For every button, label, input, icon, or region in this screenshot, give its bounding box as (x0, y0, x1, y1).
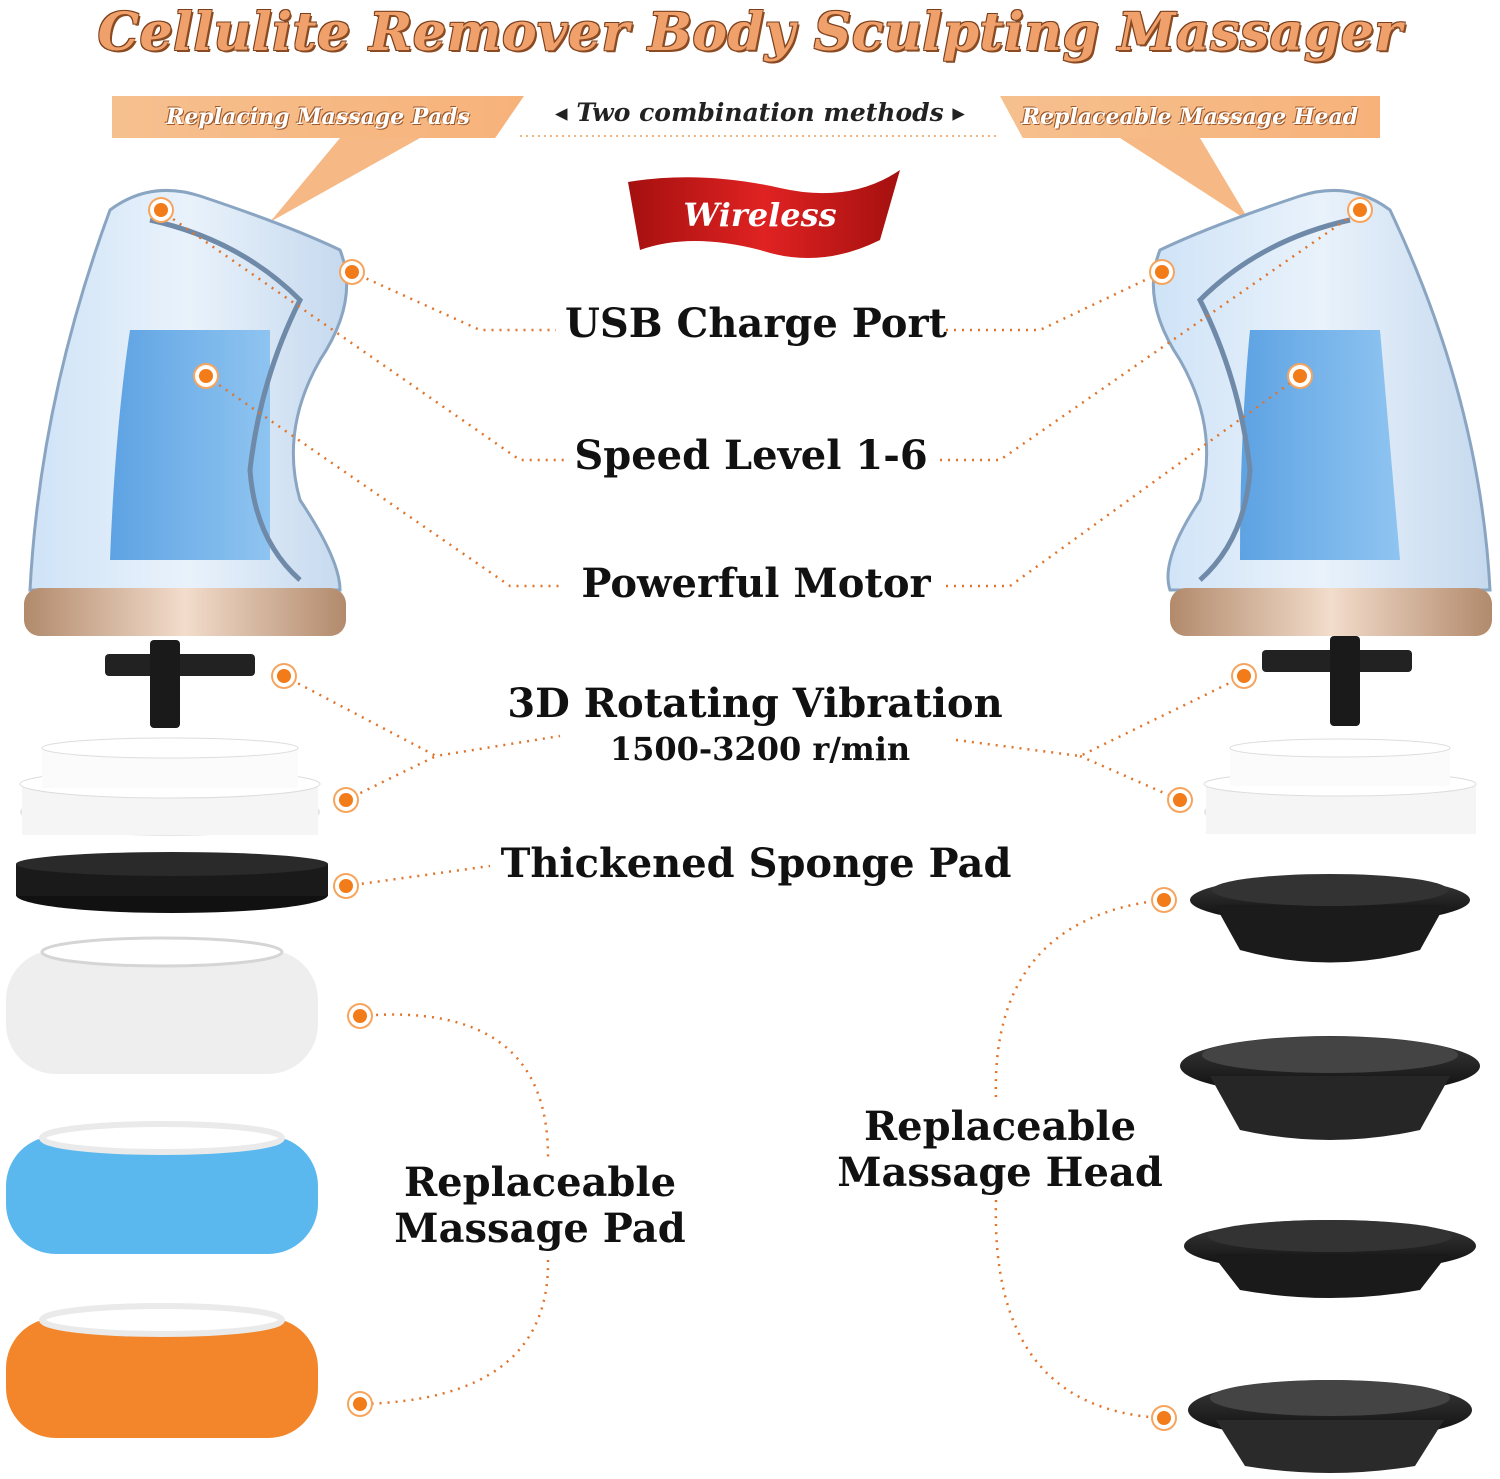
head-label-line1: Replaceable (863, 1103, 1137, 1150)
usb-port-dot-left (345, 265, 359, 279)
blue-massage-pad (6, 1121, 318, 1254)
left-massager-body (24, 189, 349, 636)
head-label-line2: Massage Head (837, 1149, 1163, 1196)
pad-label-line2: Massage Pad (394, 1205, 686, 1252)
arrow-right-icon: ▸ (943, 98, 965, 127)
disc-dot-right (1173, 793, 1187, 807)
left-white-disc (19, 737, 321, 836)
sponge-dot (339, 879, 353, 893)
banner-replaceable-head: Replaceable Massage Head (1000, 96, 1380, 138)
page-title: Cellulite Remover Body Sculpting Massage… (97, 2, 1403, 63)
leader-lines (159, 208, 1361, 1420)
massage-head-4 (1188, 1380, 1472, 1473)
banner-replacing-pads: Replacing Massage Pads (112, 96, 524, 138)
right-rotor-piece (1262, 636, 1412, 726)
massage-head-1 (1190, 874, 1470, 963)
wireless-ribbon-text: Wireless (683, 196, 837, 234)
rotating-vibration-label: 3D Rotating Vibration (507, 680, 1003, 727)
combination-text: Two combination methods (576, 98, 944, 127)
massage-head-3 (1184, 1220, 1476, 1298)
left-rotor-piece (105, 640, 255, 728)
speed-level-label: Speed Level 1-6 (574, 432, 928, 479)
head-dot-top (1157, 893, 1171, 907)
white-massage-pad (6, 936, 318, 1074)
wireless-ribbon (628, 170, 900, 258)
replaceable-massage-head-label: Replaceable Massage Head (830, 1104, 1170, 1196)
combination-methods-label: ◂ Two combination methods ▸ (520, 98, 1000, 127)
thickened-sponge-pad-label: Thickened Sponge Pad (500, 840, 1012, 887)
usb-port-dot-right (1155, 265, 1169, 279)
banner-right-label: Replaceable Massage Head (1021, 104, 1359, 130)
pad-label-line1: Replaceable (403, 1159, 677, 1206)
disc-dot-left (339, 793, 353, 807)
thickened-sponge-pad (16, 852, 328, 913)
banner-left-pointer (270, 138, 420, 222)
banner-right-pointer (1120, 138, 1250, 222)
usb-charge-port-label: USB Charge Port (565, 300, 947, 347)
head-dot-bottom (1157, 1411, 1171, 1425)
orange-massage-pad (6, 1303, 318, 1438)
right-white-disc (1203, 738, 1477, 834)
motor-dot-left (199, 369, 213, 383)
powerful-motor-label: Powerful Motor (581, 560, 931, 607)
rotor-dot-right (1237, 669, 1251, 683)
massage-head-2 (1180, 1036, 1480, 1140)
replaceable-massage-pad-label: Replaceable Massage Pad (380, 1160, 700, 1252)
right-massager-body (1151, 189, 1492, 636)
arrow-left-icon: ◂ (555, 98, 577, 127)
rpm-label: 1500-3200 r/min (609, 730, 911, 768)
pad-dot-bottom (353, 1397, 367, 1411)
speed-dot-left (154, 203, 168, 217)
pad-dot-top (353, 1009, 367, 1023)
speed-dot-right (1353, 203, 1367, 217)
rotor-dot-left (277, 669, 291, 683)
banner-left-label: Replacing Massage Pads (166, 104, 470, 130)
motor-dot-right (1293, 369, 1307, 383)
